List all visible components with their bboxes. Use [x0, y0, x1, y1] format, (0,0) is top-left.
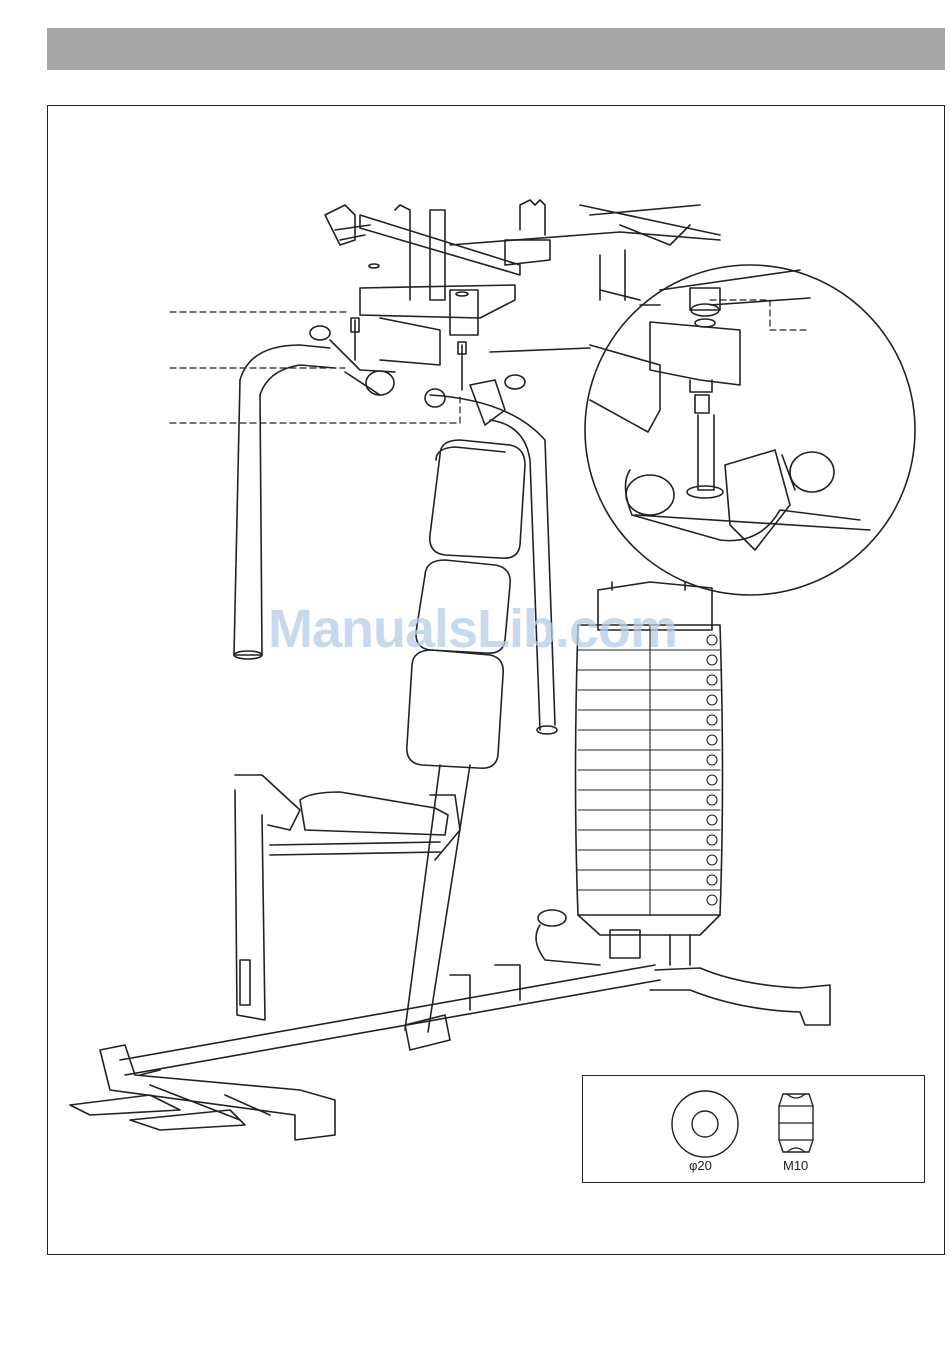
- seat-assembly: [235, 765, 470, 1032]
- nut-label: M10: [783, 1158, 808, 1173]
- washer-label: φ20: [689, 1158, 712, 1173]
- lock-nut-icon: [771, 1088, 821, 1158]
- watermark: ManualsLib.com: [268, 598, 677, 660]
- press-arms: [234, 326, 557, 734]
- washer-icon: [665, 1084, 745, 1164]
- hardware-box: φ20 M10: [582, 1075, 925, 1183]
- detail-callout: [490, 265, 915, 595]
- top-frame: [325, 200, 720, 300]
